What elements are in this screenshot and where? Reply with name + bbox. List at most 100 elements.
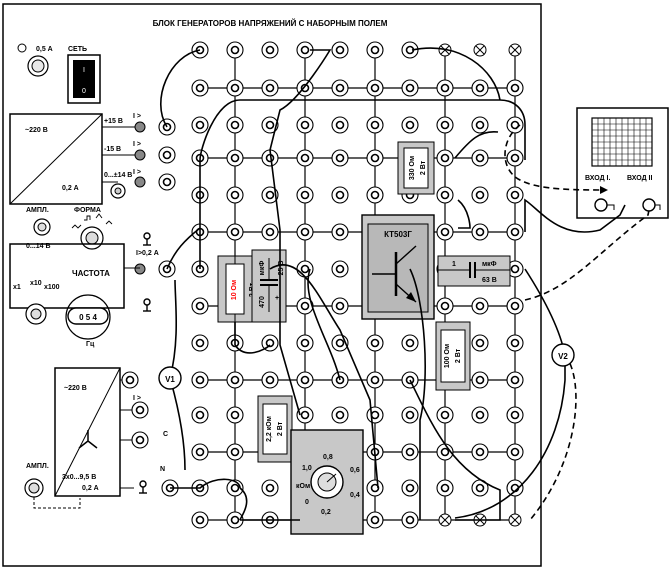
breadboard-socket[interactable] [261, 223, 279, 241]
capacitor-470uf[interactable]: мкФ 25 В 470 + [251, 249, 287, 323]
breadboard-socket[interactable] [331, 116, 349, 134]
output-terminal[interactable] [131, 431, 149, 449]
breadboard-socket[interactable] [226, 186, 244, 204]
breadboard-socket[interactable] [191, 443, 209, 461]
breadboard-socket[interactable] [436, 116, 454, 134]
output-terminal[interactable] [158, 146, 176, 164]
breadboard-socket[interactable] [296, 334, 314, 352]
osc-in1-socket[interactable] [594, 198, 608, 212]
output-terminal[interactable] [158, 173, 176, 191]
breadboard-socket[interactable] [471, 79, 489, 97]
breadboard-socket[interactable] [506, 406, 524, 424]
breadboard-socket[interactable] [401, 511, 419, 529]
output-terminal[interactable] [121, 371, 139, 389]
breadboard-socket[interactable] [436, 406, 454, 424]
breadboard-socket[interactable] [401, 79, 419, 97]
breadboard-socket[interactable] [261, 116, 279, 134]
capacitor-1uf[interactable]: 1 мкФ 63 В [437, 255, 511, 287]
resistor-100-ohm[interactable]: 100 Ом 2 Вт [435, 321, 471, 391]
breadboard-socket[interactable] [366, 41, 384, 59]
breadboard-socket[interactable] [436, 297, 454, 315]
breadboard-socket[interactable] [366, 511, 384, 529]
breadboard-socket[interactable] [261, 186, 279, 204]
breadboard-socket[interactable] [436, 479, 454, 497]
breadboard-socket[interactable] [506, 79, 524, 97]
breadboard-socket[interactable] [331, 186, 349, 204]
breadboard-socket[interactable] [401, 443, 419, 461]
breadboard-socket[interactable] [191, 297, 209, 315]
breadboard-socket[interactable] [471, 371, 489, 389]
breadboard-socket[interactable] [401, 334, 419, 352]
breadboard-socket[interactable] [506, 223, 524, 241]
resistor-2-2-kohm[interactable]: 2,2 кОм 2 Вт [257, 395, 293, 463]
breadboard-socket[interactable] [226, 406, 244, 424]
breadboard-socket[interactable] [401, 41, 419, 59]
breadboard-socket[interactable] [506, 260, 524, 278]
breadboard-socket[interactable] [401, 479, 419, 497]
resistor-330-ohm[interactable]: 330 Ом 2 Вт [397, 141, 435, 195]
breadboard-socket[interactable] [296, 260, 314, 278]
breadboard-socket[interactable] [506, 116, 524, 134]
breadboard-socket[interactable] [261, 371, 279, 389]
breadboard-socket[interactable] [296, 149, 314, 167]
potentiometer[interactable]: кОм 00,20,40,60,81,0 [290, 429, 364, 535]
breadboard-socket[interactable] [506, 334, 524, 352]
breadboard-socket[interactable] [226, 443, 244, 461]
breadboard-socket[interactable] [331, 149, 349, 167]
fg-freq-dial[interactable] [65, 294, 111, 340]
output-terminal[interactable] [131, 401, 149, 419]
breadboard-socket[interactable] [296, 297, 314, 315]
breadboard-socket[interactable] [191, 79, 209, 97]
breadboard-socket[interactable] [471, 406, 489, 424]
breadboard-socket[interactable] [191, 116, 209, 134]
breadboard-socket[interactable] [436, 79, 454, 97]
breadboard-socket[interactable] [226, 116, 244, 134]
breadboard-socket[interactable] [331, 223, 349, 241]
voltmeter-v1[interactable]: V1 [158, 366, 182, 390]
breadboard-socket[interactable] [401, 116, 419, 134]
breadboard-socket[interactable] [366, 116, 384, 134]
breadboard-socket[interactable] [366, 406, 384, 424]
breadboard-socket[interactable] [506, 149, 524, 167]
breadboard-socket[interactable] [436, 443, 454, 461]
breadboard-socket[interactable] [471, 479, 489, 497]
breadboard-socket[interactable] [401, 406, 419, 424]
breadboard-socket[interactable] [436, 149, 454, 167]
breadboard-socket[interactable] [331, 260, 349, 278]
breadboard-socket[interactable] [471, 149, 489, 167]
breadboard-socket[interactable] [261, 41, 279, 59]
breadboard-socket[interactable] [471, 334, 489, 352]
breadboard-socket[interactable] [436, 186, 454, 204]
breadboard-socket[interactable] [331, 79, 349, 97]
breadboard-socket[interactable] [471, 116, 489, 134]
breadboard-socket[interactable] [261, 79, 279, 97]
breadboard-socket[interactable] [366, 479, 384, 497]
breadboard-socket[interactable] [471, 297, 489, 315]
breadboard-socket[interactable] [226, 41, 244, 59]
breadboard-socket[interactable] [261, 479, 279, 497]
breadboard-socket[interactable] [331, 41, 349, 59]
breadboard-socket[interactable] [191, 511, 209, 529]
breadboard-socket[interactable] [506, 297, 524, 315]
breadboard-socket[interactable] [191, 406, 209, 424]
breadboard-socket[interactable] [331, 406, 349, 424]
breadboard-socket[interactable] [471, 186, 489, 204]
breadboard-socket[interactable] [366, 334, 384, 352]
breadboard-socket[interactable] [366, 186, 384, 204]
breadboard-socket[interactable] [261, 334, 279, 352]
breadboard-socket[interactable] [226, 149, 244, 167]
breadboard-socket[interactable] [226, 79, 244, 97]
breadboard-socket[interactable] [226, 371, 244, 389]
breadboard-socket[interactable] [366, 79, 384, 97]
breadboard-socket[interactable] [191, 371, 209, 389]
transistor-kt503g[interactable]: КТ503Г [361, 214, 435, 320]
breadboard-socket[interactable] [436, 223, 454, 241]
breadboard-socket[interactable] [506, 443, 524, 461]
breadboard-socket[interactable] [296, 116, 314, 134]
osc-in2-socket[interactable] [642, 198, 656, 212]
breadboard-socket[interactable] [296, 186, 314, 204]
breadboard-socket[interactable] [506, 186, 524, 204]
breadboard-socket[interactable] [296, 223, 314, 241]
breadboard-socket[interactable] [471, 223, 489, 241]
breadboard-socket[interactable] [331, 297, 349, 315]
